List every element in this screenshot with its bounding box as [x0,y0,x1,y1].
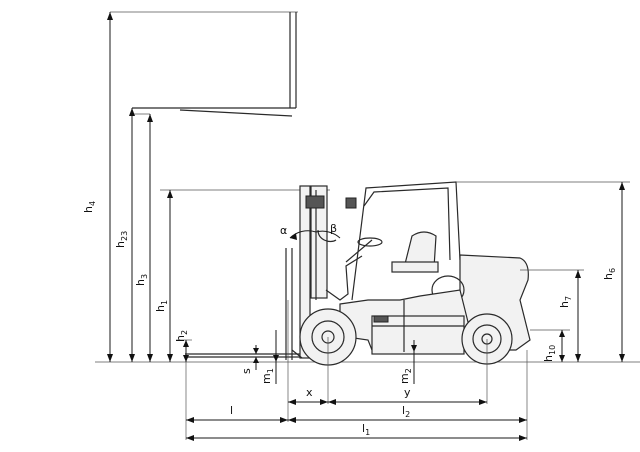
dimension-h3: h3 [134,114,153,362]
label-l1-sub: 1 [365,428,370,437]
dimension-l2: l2 [288,404,527,423]
svg-text:h2: h2 [174,330,189,342]
svg-text:l2: l2 [402,404,410,419]
label-h3-sub: 3 [140,274,149,279]
svg-text:h4: h4 [82,201,97,213]
label-m2-main: m [398,373,411,384]
label-h2-main: h [174,335,187,342]
tilt-angles: α β [280,222,341,240]
label-m2-sub: 2 [404,368,413,373]
label-l1-main: l [362,422,365,435]
dimension-y: y [328,386,487,405]
svg-text:h3: h3 [134,274,149,286]
dimension-m2: m2 [398,340,417,384]
svg-text:h7: h7 [558,296,573,308]
label-l2-sub: 2 [405,410,410,419]
label-alpha: α [280,224,287,237]
label-h10-main: h [542,355,555,362]
dimension-l: l [186,404,288,423]
raised-carriage [110,11,298,117]
label-y: y [404,386,411,399]
dimension-h6: h6 [456,181,630,362]
label-l2-main: l [402,404,405,417]
label-h23-sub: 23 [120,231,129,241]
label-h6-sub: 6 [608,268,617,273]
label-l: l [230,404,233,417]
dimension-l1: l1 [186,422,527,441]
label-h2-sub: 2 [180,330,189,335]
dimension-m1: m1 [260,330,279,384]
label-m1-sub: 1 [266,368,275,373]
truck-body [325,181,531,355]
svg-text:h6: h6 [602,268,617,280]
mast [160,185,337,360]
label-m1-main: m [260,373,273,384]
dimension-h7: h7 [520,269,584,362]
dimension-h23: h23 [114,108,135,362]
label-h10-sub: 10 [548,345,557,355]
label-h4-main: h [82,206,95,213]
svg-text:h10: h10 [542,345,557,362]
label-s: s [240,368,253,374]
label-h7-sub: 7 [564,296,573,301]
svg-text:h1: h1 [154,300,169,312]
dimension-h1: h1 [154,190,173,362]
label-beta: β [330,222,337,235]
label-h4-sub: 4 [88,201,97,206]
dimension-h4: h4 [82,12,113,362]
forks [185,349,303,359]
label-x: x [306,386,313,399]
svg-text:m1: m1 [260,368,275,384]
label-h1-sub: 1 [160,300,169,305]
svg-text:m2: m2 [398,368,413,384]
svg-text:l1: l1 [362,422,370,437]
label-h23-main: h [114,241,127,248]
label-h3-main: h [134,279,147,286]
label-h1-main: h [154,305,167,312]
dimension-s: s [240,345,259,374]
label-h6-main: h [602,273,615,280]
dimension-h2: h2 [174,330,192,362]
dimension-h10: h10 [530,329,570,362]
dimension-x: x [288,386,328,405]
label-h7-main: h [558,301,571,308]
svg-text:h23: h23 [114,231,129,248]
